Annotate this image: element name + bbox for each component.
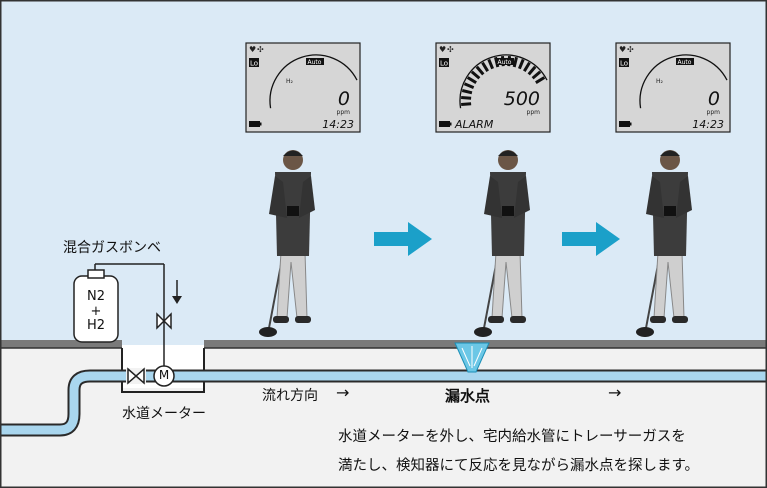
unit-label: ppm	[707, 109, 721, 116]
flow-arrow-2: →	[608, 383, 622, 402]
auto-badge: Auto	[678, 59, 692, 66]
ground-surface-left	[0, 340, 122, 348]
unit-label: ppm	[527, 109, 541, 116]
gas-cylinder-title: 混合ガスボンベ	[63, 240, 161, 256]
leak-point-label: 漏水点	[445, 387, 491, 405]
gas-label: H₂	[286, 78, 294, 85]
progress-arrow-2	[562, 222, 620, 256]
gas-valve	[156, 312, 172, 330]
mode-indicator: Lo	[440, 60, 448, 68]
fan-icon: ✣	[627, 45, 634, 54]
auto-badge: Auto	[308, 59, 322, 66]
operator-figure	[474, 150, 530, 337]
meter-symbol: M	[158, 368, 170, 382]
fan-icon: ✣	[257, 45, 264, 54]
leak-spray	[454, 342, 490, 373]
unit-label: ppm	[337, 109, 351, 116]
water-pipe	[0, 371, 767, 435]
progress-arrow-1	[374, 222, 432, 256]
cylinder-valve	[87, 269, 105, 279]
heart-icon: ♥	[439, 45, 446, 54]
operator-figure	[259, 150, 315, 337]
description-line-1: 水道メーターを外し、宅内給水管にトレーサーガスを	[338, 429, 686, 445]
heart-icon: ♥	[619, 45, 626, 54]
alarm-text: ALARM	[454, 118, 494, 131]
ppm-reading: 500	[504, 88, 540, 110]
gas-label-n2: N2	[87, 289, 105, 304]
ppm-reading: 0	[338, 88, 350, 110]
pipe-valve	[126, 367, 146, 385]
heart-icon: ♥	[249, 45, 256, 54]
gas-label-plus: +	[90, 304, 102, 319]
auto-badge: Auto	[498, 59, 512, 66]
water-meter-label: 水道メーター	[122, 406, 206, 422]
gas-label: H₂	[656, 78, 664, 85]
flow-direction-label: 流れ方向	[262, 388, 318, 404]
mode-indicator: Lo	[250, 60, 258, 68]
fan-icon: ✣	[447, 45, 454, 54]
clock-time: 14:23	[692, 118, 724, 131]
clock-time: 14:23	[322, 118, 354, 131]
operator-figure	[636, 150, 692, 337]
flow-arrow-1: →	[336, 383, 350, 402]
gas-label-h2: H2	[86, 318, 106, 333]
ppm-reading: 0	[708, 88, 720, 110]
mode-indicator: Lo	[620, 60, 628, 68]
description-line-2: 満たし、検知器にて反応を見ながら漏水点を探します。	[338, 458, 700, 474]
